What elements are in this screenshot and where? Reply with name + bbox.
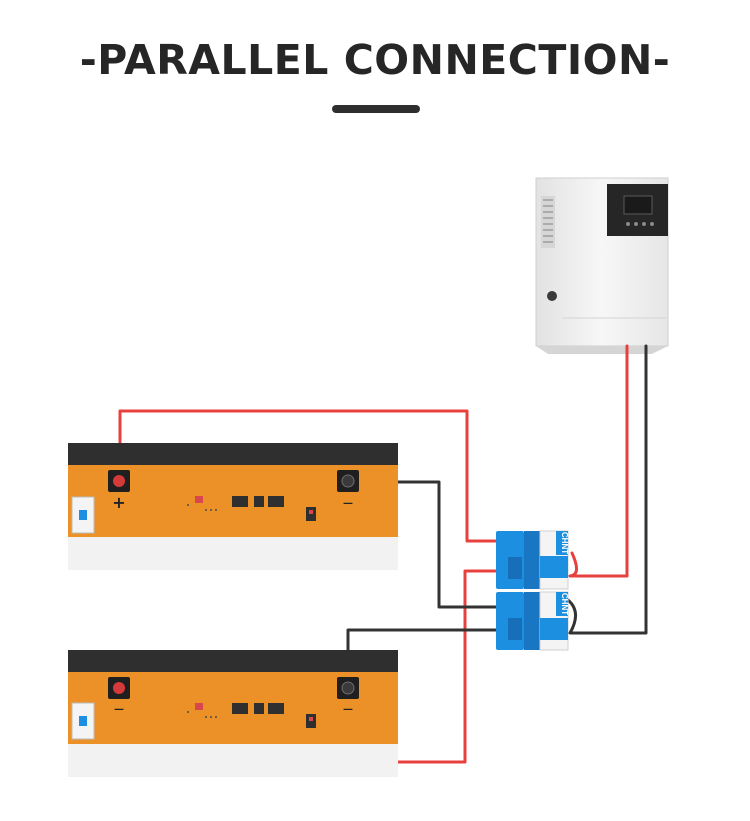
- breaker-top-handle-right: [540, 556, 568, 578]
- breaker-top-brand-strip: [556, 531, 568, 555]
- breaker-bottom-handle-left: [524, 592, 540, 650]
- battery-bottom: — —: [68, 650, 398, 777]
- inverter: [535, 177, 669, 354]
- inverter-logo-icon: [547, 291, 557, 301]
- breaker-top: CHNT: [496, 530, 569, 590]
- battery-bottom-positive-post: [113, 682, 125, 694]
- battery-top-positive-post: [113, 475, 125, 487]
- battery-bottom-positive-label: —: [114, 704, 124, 715]
- battery-top: + —: [68, 443, 398, 570]
- battery-bottom-cap: [68, 650, 398, 672]
- wire-inverter-positive: [568, 344, 629, 578]
- page-title: -PARALLEL CONNECTION-: [79, 36, 671, 84]
- inverter-vent-grille: [541, 196, 555, 248]
- battery-bottom-breaker-toggle: [79, 716, 87, 726]
- inverter-buttons: [626, 222, 654, 226]
- breaker-top-brand: CHNT: [560, 532, 569, 554]
- breaker-top-toggle: [508, 557, 522, 579]
- battery-top-negative-label: —: [343, 498, 353, 509]
- breaker-bottom-toggle: [508, 618, 522, 640]
- inverter-lcd-screen: [623, 195, 653, 215]
- battery-top-cap: [68, 443, 398, 465]
- title-underline: [332, 105, 420, 113]
- breaker-bottom-handle-right: [540, 618, 568, 640]
- wire-battery1-positive: [118, 409, 500, 543]
- breaker-bottom: CHNT: [496, 591, 569, 651]
- battery-bottom-comm-ports: [187, 703, 284, 718]
- battery-bottom-negative-post: [341, 681, 355, 695]
- battery-top-positive-label: +: [112, 493, 125, 512]
- battery-top-comm-ports: [187, 496, 284, 511]
- battery-top-base: [68, 537, 398, 570]
- battery-bottom-negative-label: —: [343, 704, 353, 715]
- breaker-bottom-brand: CHNT: [560, 593, 569, 615]
- breaker-bottom-brand-strip: [556, 592, 568, 616]
- wire-inverter-negative: [566, 344, 648, 635]
- battery-top-negative-post: [341, 474, 355, 488]
- breaker-top-handle-left: [524, 531, 540, 589]
- battery-top-breaker-toggle: [79, 510, 87, 520]
- inverter-bottom-edge: [536, 346, 668, 354]
- battery-bottom-base: [68, 744, 398, 777]
